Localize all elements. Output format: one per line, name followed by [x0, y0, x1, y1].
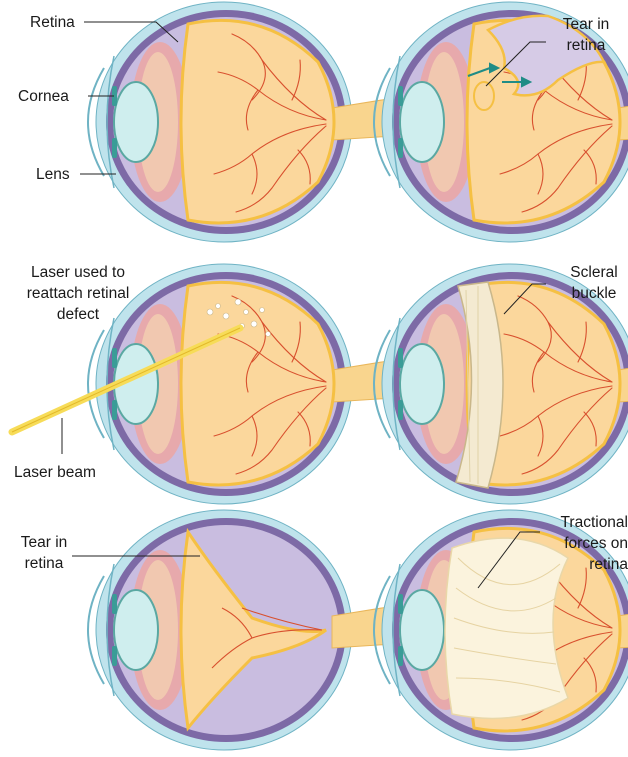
label-tractional-forces: Tractional forces on retina: [528, 512, 628, 575]
label-tear-in-retina-top: Tear in retina: [548, 14, 624, 56]
eye-normal: [88, 2, 394, 242]
label-scleral-buckle: Scleral buckle: [560, 262, 628, 304]
label-laser-reattach: Laser used to reattach retinal defect: [8, 262, 148, 325]
label-tear-in-retina-bottom: Tear in retina: [8, 532, 80, 574]
label-laser-beam: Laser beam: [14, 462, 96, 483]
eye-detached-retina: [88, 510, 394, 750]
label-cornea: Cornea: [18, 86, 69, 107]
label-retina: Retina: [30, 12, 75, 33]
label-lens: Lens: [36, 164, 70, 185]
